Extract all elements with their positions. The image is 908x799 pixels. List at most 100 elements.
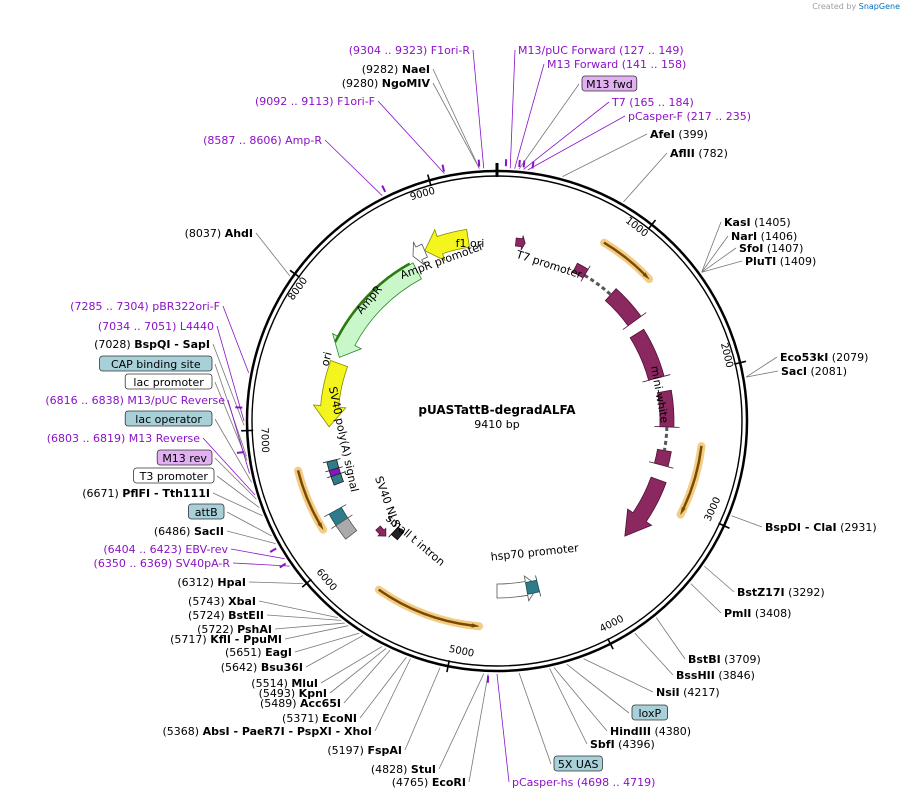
mini-white-start	[572, 262, 591, 282]
mini-white-exon-2	[629, 328, 671, 383]
ring-mark-10	[279, 562, 287, 569]
left-29-label: (5493) KpnI	[259, 687, 327, 700]
right-7-line	[701, 221, 722, 273]
left-29-line	[329, 648, 387, 694]
right-4-line	[527, 115, 626, 171]
ring-mark-5	[441, 164, 445, 172]
left-3-label: (9092 .. 9113) F1ori-F	[255, 95, 375, 108]
left-33-label: (5197) FspAI	[327, 744, 402, 757]
tick-label-6000: 6000	[314, 567, 339, 594]
right-19-box	[631, 704, 668, 721]
lac-cluster-2	[327, 471, 345, 486]
left-4-line	[324, 139, 383, 196]
left-18-line	[226, 530, 276, 545]
tick-3000	[718, 522, 730, 529]
left-9-label: CAP binding site	[111, 358, 201, 371]
highlight-arrow-1	[680, 445, 703, 515]
right-20-label: HindIII (4380)	[610, 725, 691, 738]
left-32-line	[374, 658, 411, 732]
mini-white-exon-1	[604, 288, 647, 330]
left-16-line	[212, 492, 263, 517]
right-23-line	[496, 673, 510, 783]
left-5-label: (8037) AhdI	[185, 227, 253, 240]
right-2-label: M13 fwd	[586, 78, 633, 91]
snapgene-logo: SnapGene	[858, 2, 900, 11]
ring-mark-6	[381, 185, 387, 193]
left-34-line	[438, 673, 485, 770]
left-12-label: lac operator	[135, 413, 202, 426]
left-30-line	[343, 650, 391, 704]
left-33-line	[404, 667, 441, 751]
tick-label-7000: 7000	[258, 427, 270, 453]
left-11-label: (6816 .. 6838) M13/pUC Reverse	[45, 394, 225, 407]
tick-label-9000: 9000	[409, 186, 436, 203]
right-22-box	[553, 755, 603, 772]
ori-label: ori	[318, 350, 334, 367]
highlight-arrow-3	[296, 470, 324, 530]
tick-4000	[606, 638, 614, 650]
right-18-line	[583, 658, 654, 693]
connector-lines	[202, 49, 779, 783]
left-19-label: (6404 .. 6423) EBV-rev	[103, 543, 228, 556]
right-14-line	[703, 565, 735, 593]
right-2-line	[518, 83, 580, 170]
left-10-label: lac promoter	[133, 376, 204, 389]
left-28-label: (5514) MluI	[251, 677, 318, 690]
left-28-line	[320, 646, 383, 684]
tick-9000	[427, 174, 432, 187]
left-2-line	[432, 82, 480, 169]
left-16-label: (6671) PflFI - Tth111I	[82, 487, 210, 500]
left-23-line	[266, 614, 342, 621]
left-0-label: (9304 .. 9323) F1ori-R	[349, 44, 471, 57]
feature-arrows	[294, 228, 706, 631]
snapgene-credit: Created by SnapGene	[812, 2, 900, 11]
right-1-line	[514, 63, 545, 169]
right-19-line	[566, 663, 630, 714]
left-6-line	[222, 305, 250, 373]
left-22-label: (5743) XbaI	[188, 595, 256, 608]
right-8-label: NarI (1406)	[731, 230, 797, 243]
right-13-label: BspDI - ClaI (2931)	[765, 521, 877, 534]
right-7-label: KasI (1405)	[724, 216, 791, 229]
left-10-box	[124, 373, 213, 390]
right-15-label: PmlI (3408)	[724, 607, 791, 620]
left-35-label: (4765) EcoRI	[392, 776, 466, 789]
mini-white-intron-2	[662, 426, 669, 451]
right-17-line	[634, 632, 674, 676]
left-13-line	[202, 437, 256, 496]
left-26-label: (5651) EagI	[225, 646, 292, 659]
outer-labels: (9304 .. 9323) F1ori-R(9282) NaeI(9280) …	[45, 44, 876, 789]
highlight-arrow-0	[603, 241, 650, 280]
small-t-intron-label: small t intron	[383, 512, 447, 569]
left-7-line	[216, 325, 245, 422]
left-20-line	[232, 562, 290, 567]
right-19-label: loxP	[639, 707, 662, 720]
right-20-line	[553, 667, 608, 732]
left-35-line	[468, 673, 489, 783]
right-1-label: M13 Forward (141 .. 158)	[547, 58, 686, 71]
left-4-label: (8587 .. 8606) Amp-R	[203, 134, 322, 147]
left-34-label: (4828) StuI	[371, 763, 436, 776]
right-11-line	[745, 356, 778, 378]
right-5-line	[562, 133, 648, 177]
mini-white-exon-4	[648, 448, 674, 469]
left-8-label: (7028) BspQI - SapI	[94, 338, 210, 351]
left-23-label: (5724) BstEII	[188, 609, 264, 622]
left-15-line	[216, 475, 260, 508]
left-14-box	[156, 449, 213, 466]
mini-white-intron-1	[583, 273, 612, 296]
ring-mark-9	[269, 547, 277, 553]
right-5-label: AfeI (399)	[650, 128, 708, 141]
left-17-line	[226, 511, 272, 537]
tick-label-2000: 2000	[718, 342, 735, 369]
tick-label-3000: 3000	[703, 496, 724, 524]
highlight-1	[676, 442, 706, 519]
left-25-label: (5717) KflI - PpuMI	[170, 633, 282, 646]
right-16-line	[655, 617, 686, 660]
amp-primer-bar	[334, 262, 411, 343]
right-18-label: NsiI (4217)	[656, 686, 720, 699]
mini-white-exon-5	[624, 476, 667, 537]
sv40-nls-arrow	[375, 525, 387, 537]
left-8-line	[212, 343, 245, 426]
